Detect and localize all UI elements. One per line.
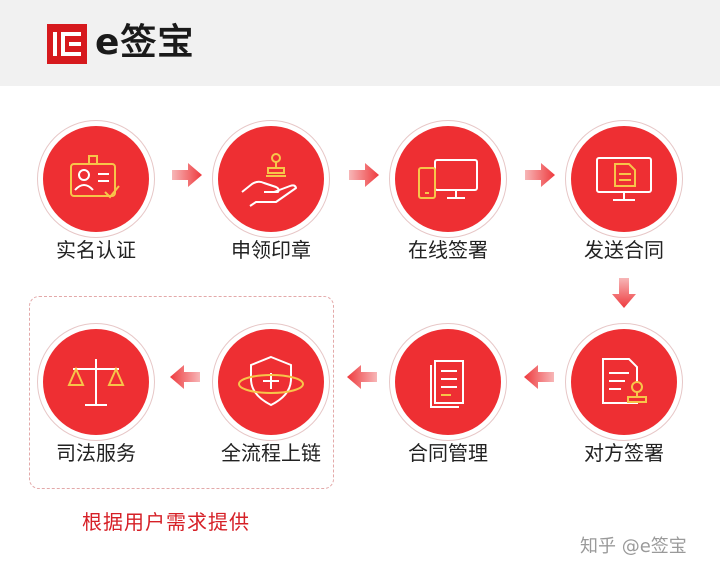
step-online-sign (389, 120, 507, 238)
monitor-document-icon (596, 157, 652, 201)
arrow-left-icon (347, 365, 377, 389)
step-contract-management (389, 323, 507, 441)
step-label: 在线签署 (408, 238, 488, 262)
arrow-right-icon (172, 163, 202, 187)
step-send-contract (565, 120, 683, 238)
arrow-right-icon (349, 163, 379, 187)
step-label: 司法服务 (56, 441, 136, 465)
step-label: 对方签署 (584, 441, 664, 465)
optional-services-box (29, 296, 334, 489)
hand-stamp-icon (241, 153, 297, 207)
step-real-name-auth (37, 120, 155, 238)
brand-name: e签宝 (95, 22, 195, 63)
arrow-right-icon (525, 163, 555, 187)
step-label: 实名认证 (56, 238, 136, 262)
arrow-left-icon (170, 365, 200, 389)
step-counterparty-sign (565, 323, 683, 441)
step-label: 发送合同 (584, 238, 664, 262)
step-label: 合同管理 (408, 441, 488, 465)
id-card-icon (70, 155, 120, 199)
step-blockchain (212, 323, 330, 441)
optional-note: 根据用户需求提供 (82, 510, 250, 534)
step-label: 全流程上链 (221, 441, 321, 465)
scales-icon (67, 359, 125, 406)
devices-icon (418, 159, 478, 199)
document-list-icon (430, 360, 464, 408)
step-label: 申领印章 (231, 238, 311, 262)
step-apply-seal (212, 120, 330, 238)
shield-blockchain-icon (238, 355, 304, 407)
arrow-left-icon (524, 365, 554, 389)
e-sign-logo-icon (47, 24, 87, 64)
document-stamp-icon (602, 358, 647, 404)
step-judicial-service (37, 323, 155, 441)
arrow-down-icon (612, 278, 636, 308)
header-bar: e签宝 (0, 0, 720, 86)
watermark: 知乎 @e签宝 (580, 536, 687, 557)
